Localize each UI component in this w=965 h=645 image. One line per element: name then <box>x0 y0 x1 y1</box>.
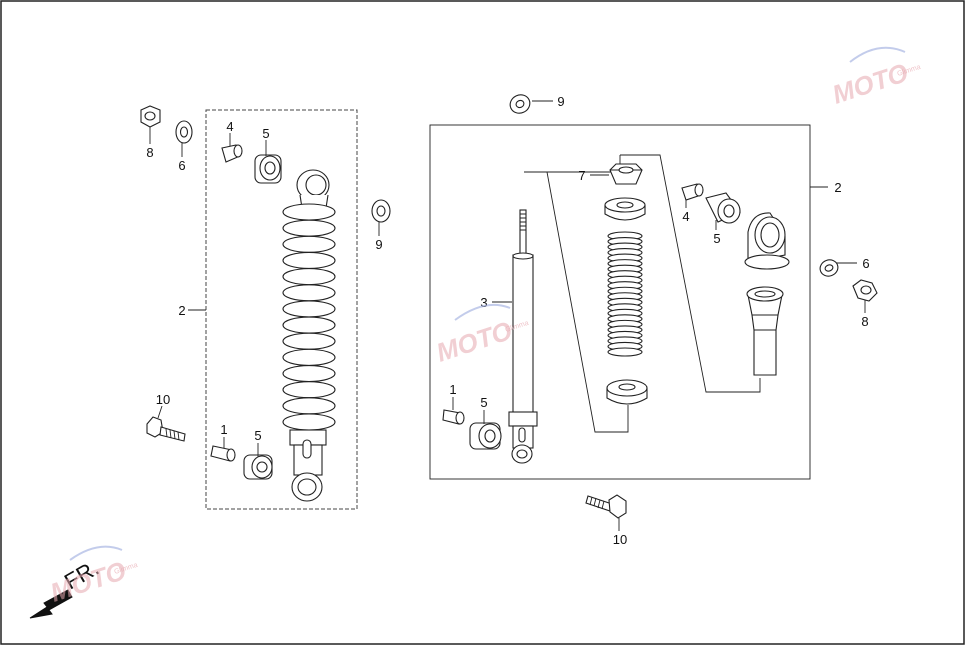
callout-2: 2 <box>834 180 841 195</box>
callout-4: 4 <box>226 119 233 134</box>
spring-coil <box>282 413 336 431</box>
callout-5: 5 <box>254 428 261 443</box>
callout-2: 2 <box>178 303 185 318</box>
right-assembly-frame <box>429 124 811 480</box>
washer-6-right <box>819 259 857 277</box>
washer-9-left <box>371 199 391 236</box>
callout-6: 6 <box>178 158 185 173</box>
watermark-text: MOTO <box>433 315 516 367</box>
left-assembly-frame <box>205 109 358 510</box>
watermark-bottom-left: MOTO Glimma <box>47 545 139 608</box>
spring-coil <box>282 381 336 399</box>
callout-1: 1 <box>449 382 456 397</box>
callout-1: 1 <box>220 422 227 437</box>
callout-9: 9 <box>375 237 382 252</box>
spring-coil <box>607 347 643 357</box>
watermark-top-right: MOTO Glimma <box>829 46 922 110</box>
callout-5: 5 <box>713 231 720 246</box>
callout-8: 8 <box>146 145 153 160</box>
spring-coil <box>282 348 336 366</box>
callout-5: 5 <box>480 395 487 410</box>
nut-8-left <box>140 105 161 144</box>
leader-nut-to-sleeve <box>620 154 761 393</box>
callout-8: 8 <box>861 314 868 329</box>
bolt-10-left <box>146 405 186 442</box>
bolt-10-right <box>585 494 627 531</box>
bushing-5-bottom-left <box>243 443 273 480</box>
front-direction-arrow-icon <box>29 589 73 619</box>
spring-coil <box>282 364 336 383</box>
spring-coil <box>282 251 336 270</box>
spring-coil <box>282 203 336 221</box>
washer-6-left <box>175 120 193 157</box>
spring-coil <box>282 268 336 286</box>
nut-7 <box>590 163 643 185</box>
spring-seat-bottom <box>606 379 648 405</box>
spring-coil <box>282 284 336 302</box>
bushing-5-top-left <box>254 140 282 184</box>
upper-mount <box>744 212 790 270</box>
watermark-text: MOTO <box>829 57 912 109</box>
damper-3 <box>508 209 538 464</box>
spring-coil <box>282 235 336 253</box>
spring-coil <box>282 332 336 350</box>
callout-3: 3 <box>480 295 487 310</box>
nut-8-right <box>852 279 878 313</box>
spring-coil <box>282 300 336 318</box>
bushing-5-top-right <box>705 192 741 230</box>
washer-9-right <box>509 94 553 114</box>
callout-10: 10 <box>156 392 170 407</box>
spring-coil <box>282 219 336 237</box>
dust-sleeve <box>746 286 784 376</box>
left-shock-absorber <box>282 169 336 502</box>
callout-9: 9 <box>557 94 564 109</box>
spring-coil <box>282 397 336 415</box>
callout-7: 7 <box>578 168 585 183</box>
callout-4: 4 <box>682 209 689 224</box>
spring-right <box>607 231 643 357</box>
leader-damper-to-nut <box>524 155 621 173</box>
spring-coil <box>282 316 336 334</box>
callout-6: 6 <box>862 256 869 271</box>
collar-4-right <box>681 183 704 208</box>
callout-10: 10 <box>613 532 627 547</box>
collar-4-left <box>221 133 243 163</box>
collar-1-right <box>442 397 465 425</box>
spring-seat-top <box>604 197 646 221</box>
collar-1-left <box>210 437 236 462</box>
bushing-5-bottom-right <box>469 410 502 450</box>
leader-damper-to-seat <box>546 171 629 433</box>
callout-5: 5 <box>262 126 269 141</box>
